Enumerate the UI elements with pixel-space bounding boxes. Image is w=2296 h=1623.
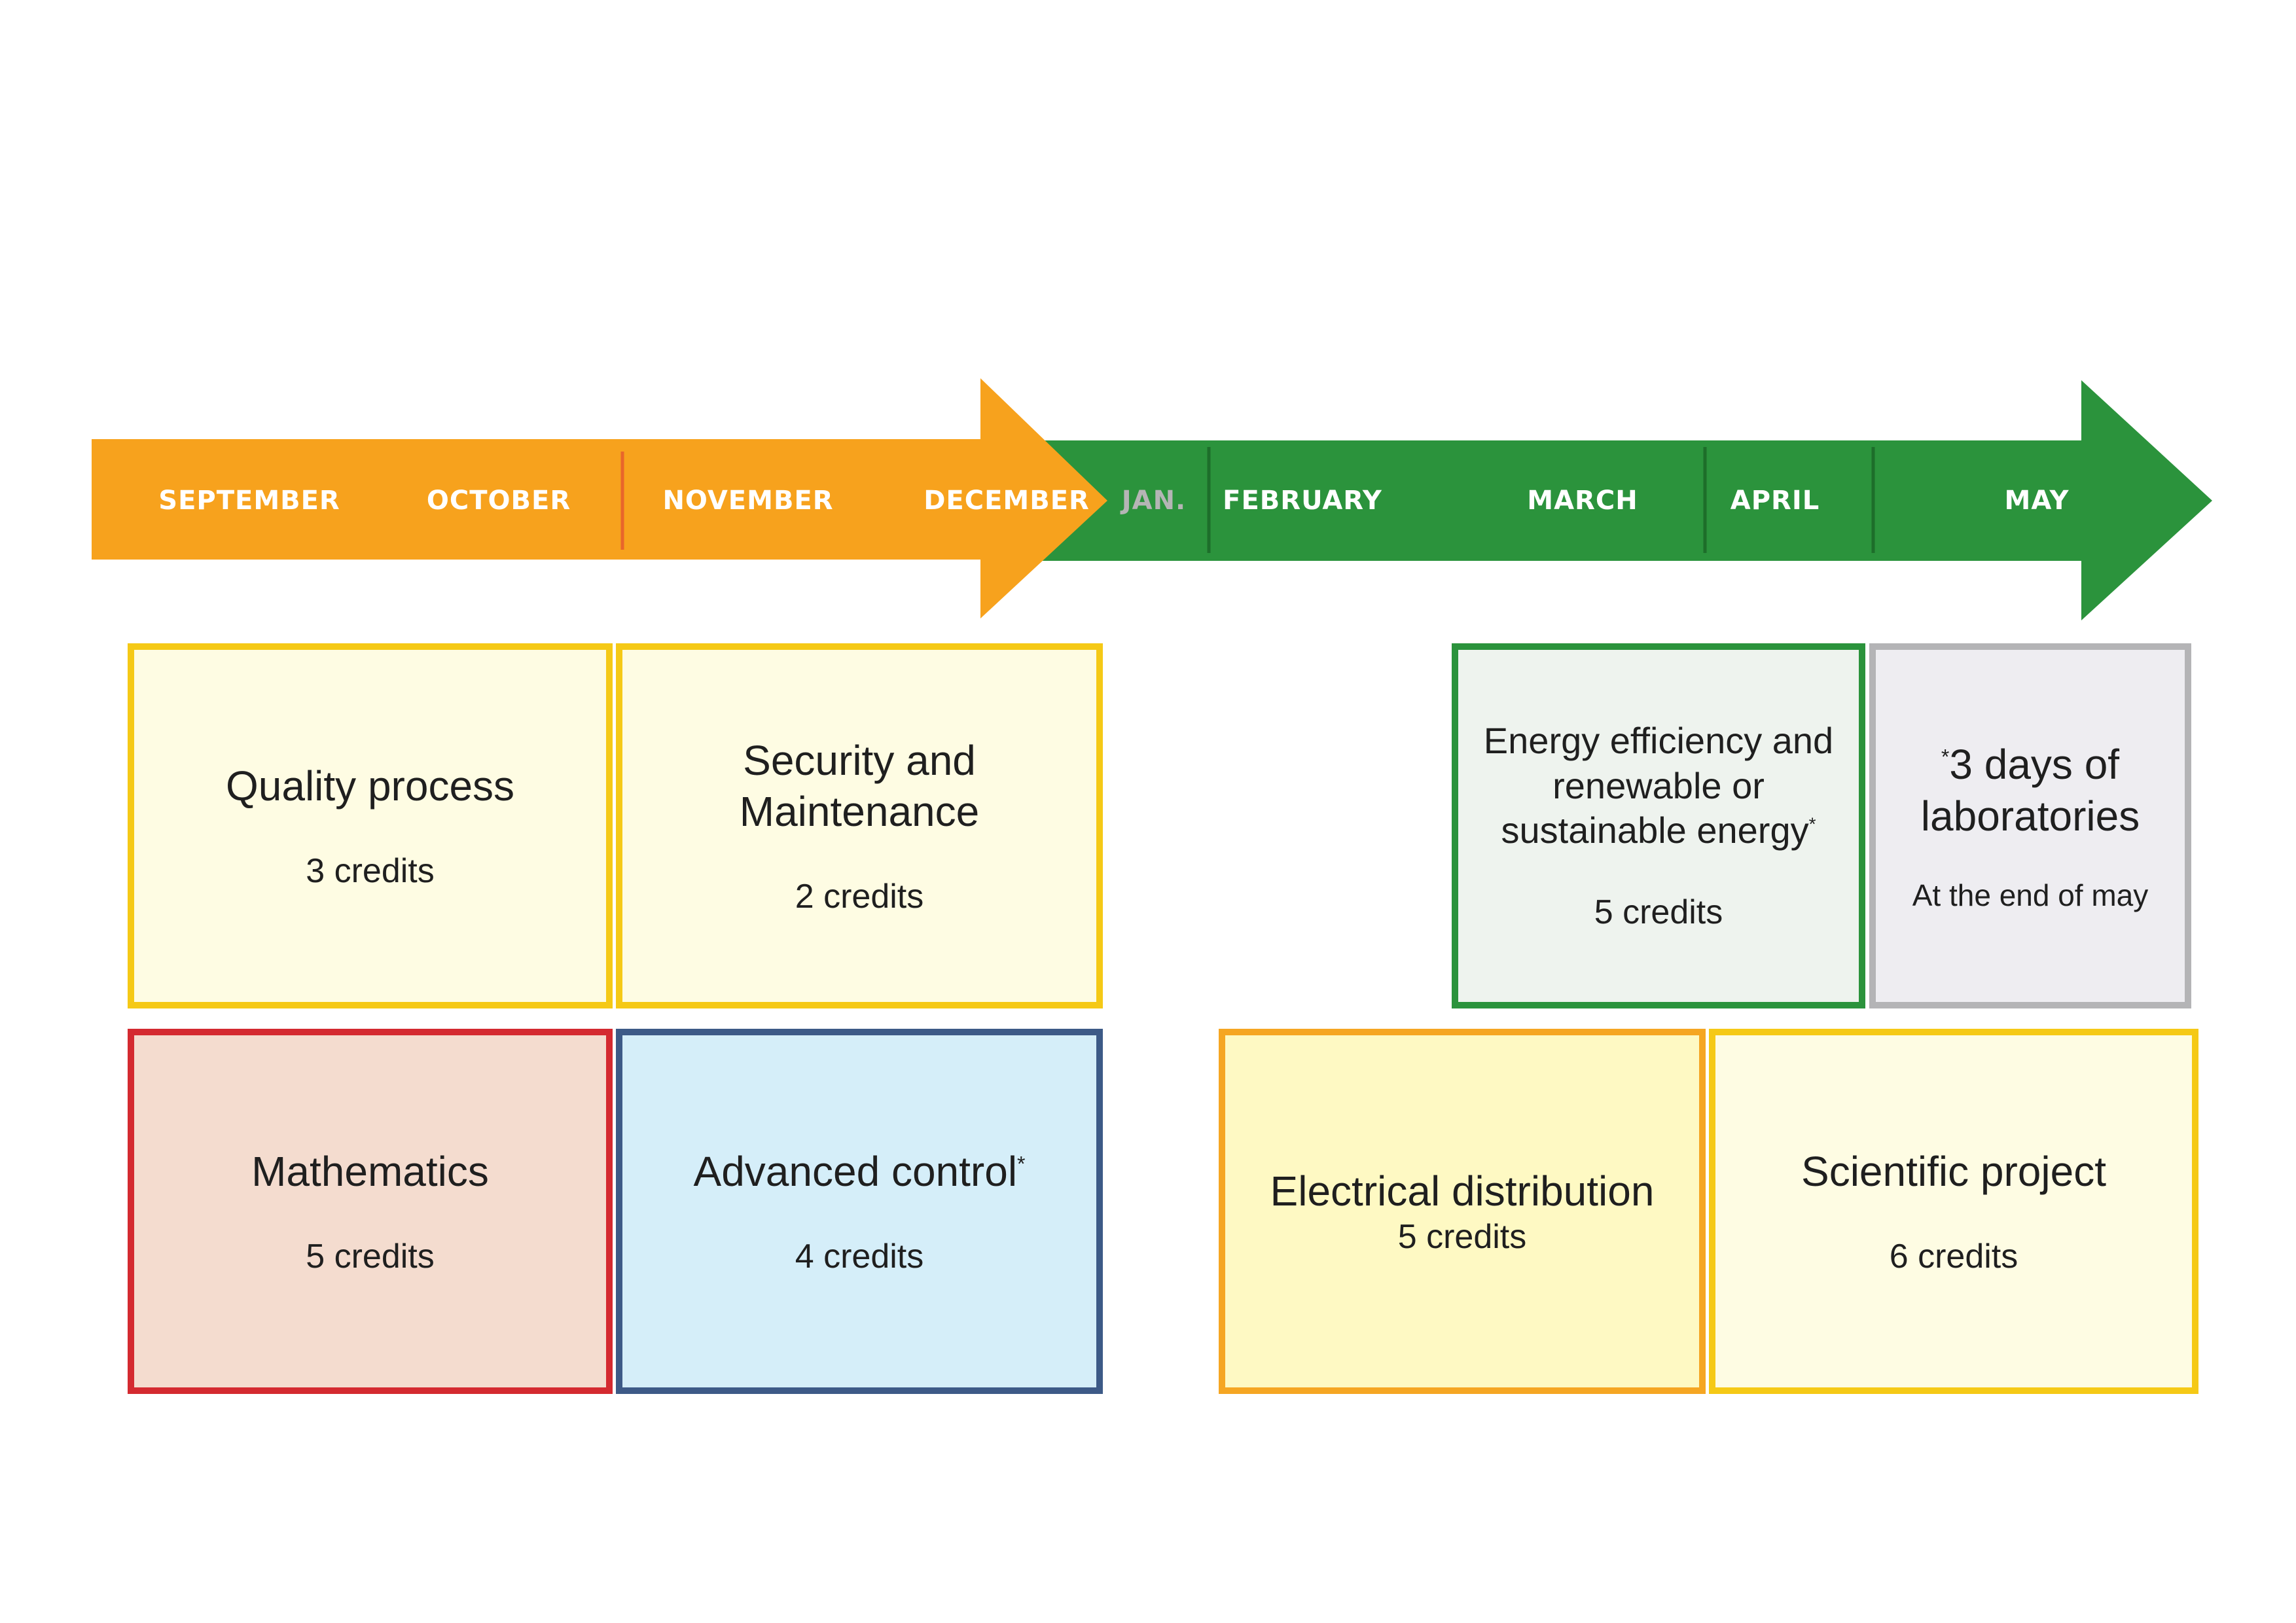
course-credits: 4 credits — [795, 1237, 924, 1275]
asterisk-mark: * — [1808, 813, 1816, 834]
course-title: Quality process — [225, 762, 515, 810]
month-label-may: MAY — [2004, 486, 2070, 516]
course-note: At the end of may — [1912, 878, 2149, 912]
course-advanced-control: Advanced control* 4 credits — [616, 1029, 1103, 1394]
semester-1-arrow — [92, 378, 1107, 618]
course-credits: 6 credits — [1889, 1237, 2018, 1275]
course-quality-process: Quality process 3 credits — [128, 643, 613, 1008]
course-title: Energy efficiency and renewable or susta… — [1483, 720, 1834, 851]
course-title: Security and Maintenance — [739, 736, 980, 835]
course-credits: 5 credits — [306, 1237, 435, 1275]
course-mathematics: Mathematics 5 credits — [128, 1029, 613, 1394]
course-title: 3 days of laboratories — [1920, 741, 2140, 840]
course-title: Electrical distribution — [1270, 1167, 1655, 1215]
course-title: Advanced control — [693, 1147, 1018, 1195]
course-title: Scientific project — [1801, 1147, 2106, 1195]
course-title-line: Energy efficiency and renewable or susta… — [1469, 719, 1848, 853]
month-label-april: APRIL — [1730, 486, 1820, 516]
month-label-september: SEPTEMBER — [158, 486, 340, 516]
course-credits: 5 credits — [1397, 1217, 1527, 1256]
month-label-march: MARCH — [1527, 486, 1638, 516]
asterisk-mark: * — [1017, 1152, 1026, 1176]
course-energy-efficiency: Energy efficiency and renewable or susta… — [1452, 643, 1865, 1008]
course-title: Mathematics — [251, 1147, 489, 1195]
course-laboratories: *3 days of laboratories At the end of ma… — [1869, 643, 2191, 1008]
month-label-january: JAN. — [1121, 486, 1187, 516]
course-scientific-project: Scientific project 6 credits — [1709, 1029, 2198, 1394]
month-label-november: NOVEMBER — [662, 486, 834, 516]
course-security-maintenance: Security and Maintenance 2 credits — [616, 643, 1103, 1008]
month-label-december: DECEMBER — [924, 486, 1090, 516]
course-credits: 2 credits — [795, 877, 924, 916]
month-label-october: OCTOBER — [426, 486, 571, 516]
course-electrical-distribution: Electrical distribution 5 credits — [1219, 1029, 1706, 1394]
course-title-line: *3 days of laboratories — [1886, 739, 2174, 841]
semester-2-arrow — [1041, 380, 2212, 620]
course-credits: 5 credits — [1594, 893, 1723, 932]
course-credits: 3 credits — [306, 851, 435, 890]
month-label-february: FEBRUARY — [1223, 486, 1382, 516]
course-title-line: Advanced control* — [694, 1146, 1026, 1197]
asterisk-mark: * — [1941, 745, 1950, 770]
